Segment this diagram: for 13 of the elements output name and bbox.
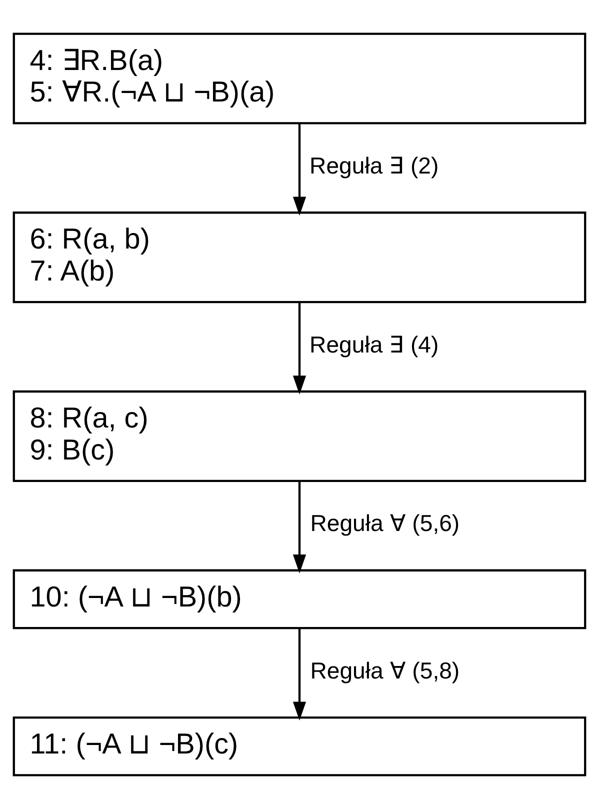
edge-label: Reguła ∃ (2): [310, 152, 439, 178]
edge-label: Reguła ∀ (5,6): [310, 510, 460, 536]
edge-label: Reguła ∀ (5,8): [310, 657, 460, 684]
node-box: 10: (¬A ⊔ ¬B)(b): [12, 569, 586, 630]
node-box: 4: ∃R.B(a) 5: ∀R.(¬A ⊔ ¬B)(a): [12, 32, 586, 124]
arrow: [292, 302, 306, 394]
arrow: [292, 628, 306, 720]
node-box: 8: R(a, c) 9: B(c): [12, 390, 586, 482]
node-box: 6: R(a, b) 7: A(b): [12, 212, 586, 304]
node-box: 11: (¬A ⊔ ¬B)(c): [12, 716, 586, 776]
arrow: [292, 123, 306, 216]
edge-label: Reguła ∃ (4): [310, 331, 439, 358]
arrow: [292, 481, 306, 574]
